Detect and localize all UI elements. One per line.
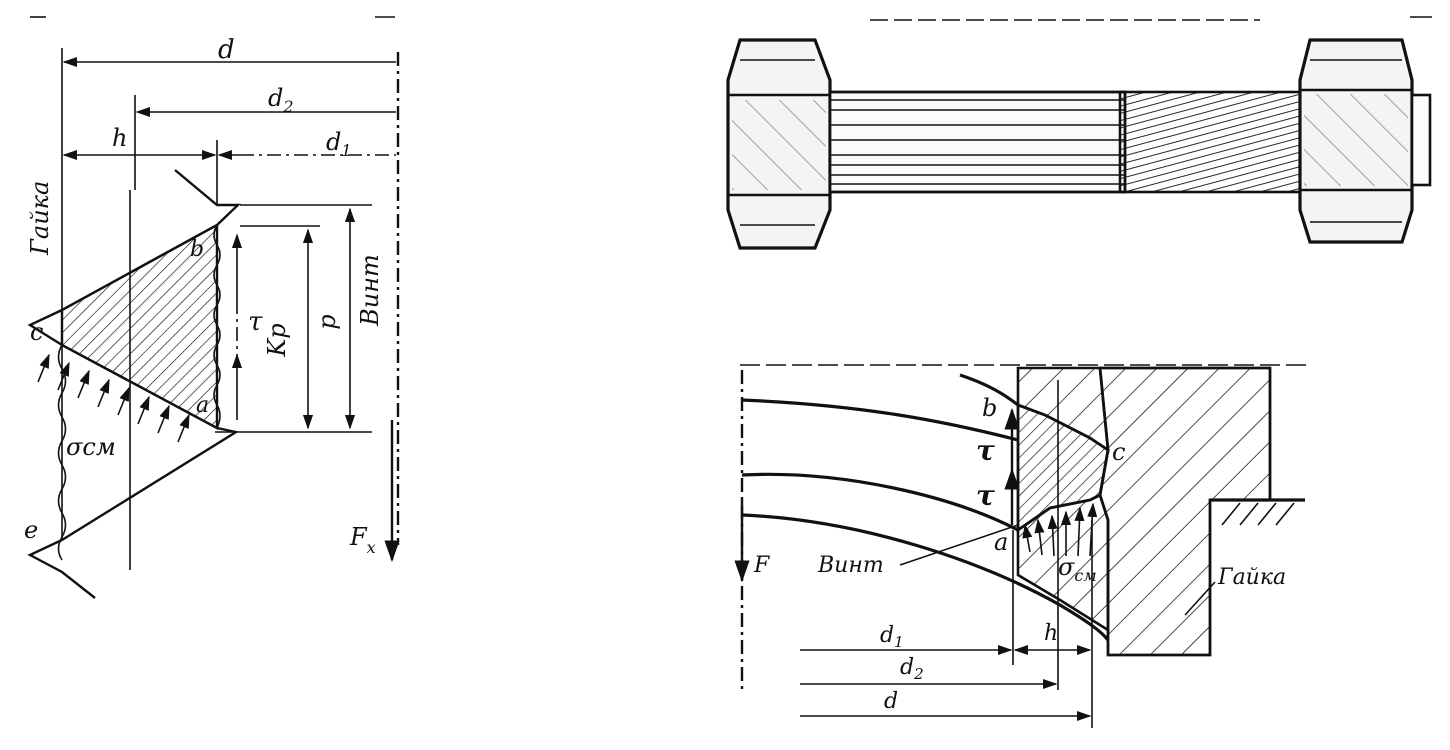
label-kp: Kp: [263, 323, 291, 357]
screw-curve-lower: [741, 513, 1110, 642]
label-d1: d1: [880, 623, 904, 651]
label-screw: Винт: [356, 254, 384, 327]
label-d2: d2: [268, 84, 294, 116]
right-thread-section-diagram: b c a τ τ F Винт Гайка σсм d1 h d2 d: [734, 364, 1310, 728]
support-hatching: [1221, 502, 1295, 526]
label-d1: d1: [326, 128, 352, 160]
screw-curve-top: [959, 373, 1019, 407]
label-sigma-cm: σсм: [66, 433, 116, 461]
label-h: h: [1044, 621, 1058, 646]
label-d: d: [884, 689, 898, 714]
label-nut: Гайка: [1217, 565, 1286, 590]
label-screw: Винт: [817, 553, 884, 578]
label-point-c: c: [1112, 438, 1125, 466]
nut-leader-line: [1184, 581, 1216, 616]
nut-section: [1098, 366, 1272, 657]
label-point-c: c: [30, 318, 43, 346]
label-nut: Гайка: [26, 181, 54, 256]
bolt-head: [726, 38, 832, 250]
bolt-and-nut-illustration: [726, 16, 1432, 250]
label-point-a: a: [994, 528, 1008, 556]
bolt-tail: [1410, 93, 1432, 187]
label-fx: Fx: [349, 523, 376, 557]
bearing-pressure-arrows: [37, 353, 190, 443]
bolt-thread: [1118, 90, 1312, 194]
bolt-shank: [828, 90, 1127, 194]
label-force: F: [753, 553, 770, 578]
label-p: p: [313, 314, 341, 329]
screw-curve-upper: [741, 398, 1019, 442]
label-point-b: b: [190, 237, 204, 262]
label-tau-lower: τ: [976, 479, 995, 512]
nut-surface-wavy: [57, 344, 67, 561]
label-tau: τ: [248, 307, 263, 337]
bolt-nut: [1298, 38, 1414, 244]
left-thread-diagram: d d2 h d1 Гайка c b a: [24, 16, 400, 599]
label-d2: d2: [900, 655, 924, 683]
label-h: h: [112, 124, 127, 152]
label-point-b: b: [982, 394, 997, 422]
label-d: d: [218, 35, 235, 65]
screw-tooth-section: [1016, 402, 1110, 533]
screw-curve-middle: [741, 472, 1019, 532]
label-point-a: a: [196, 393, 209, 418]
label-point-e: e: [24, 516, 38, 544]
label-tau-upper: τ: [976, 434, 995, 467]
screw-leader-line: [899, 524, 1019, 566]
label-sigma: σсм: [1058, 553, 1097, 585]
shear-surface-wavy: [213, 224, 221, 429]
bearing-pressure-arrows-right: [1022, 502, 1098, 557]
